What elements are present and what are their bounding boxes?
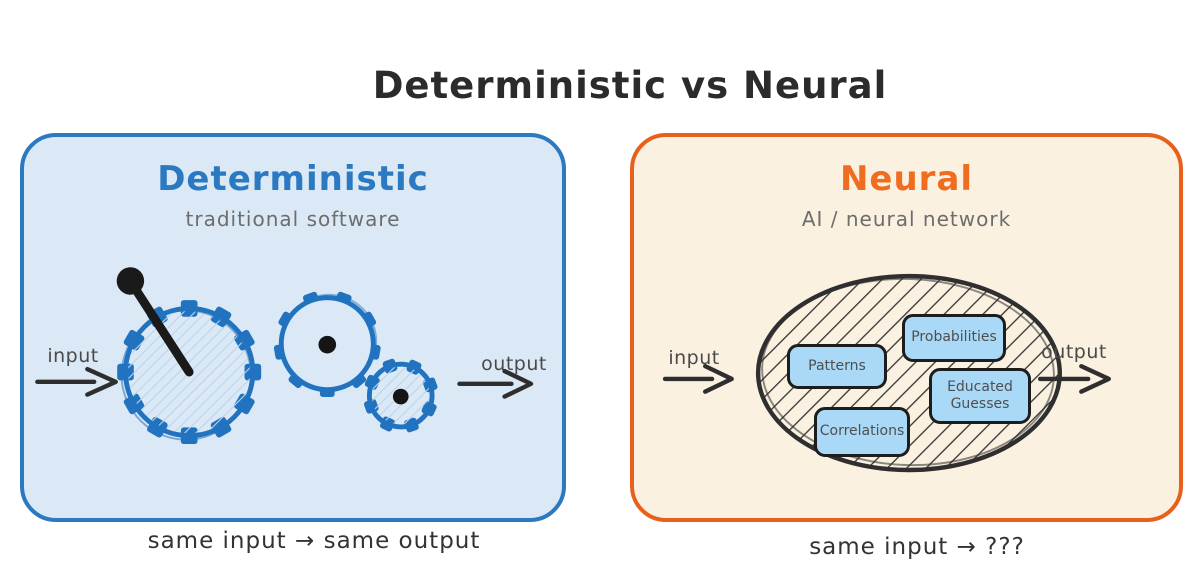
- small-gear-icon: [363, 358, 438, 433]
- input-arrow-icon: [662, 363, 734, 394]
- concept-box-educated-guesses: Educated Guesses: [929, 368, 1031, 424]
- gears-icon: [35, 267, 534, 445]
- output-label: output: [1041, 341, 1107, 363]
- neural-panel: Neural AI / neural network Patterns Prob…: [630, 133, 1183, 522]
- concept-box-correlations: Correlations: [814, 407, 910, 457]
- output-label: output: [481, 353, 547, 375]
- concept-box-patterns: Patterns: [787, 344, 887, 389]
- deterministic-subtitle: traditional software: [185, 207, 401, 231]
- deterministic-heading: Deterministic: [157, 159, 429, 199]
- deterministic-caption: same input → same output: [147, 528, 481, 554]
- concept-box-probabilities: Probabilities: [902, 314, 1006, 362]
- neural-caption: same input → ???: [809, 534, 1025, 560]
- page-title: Deterministic vs Neural: [372, 64, 888, 107]
- input-label: input: [47, 345, 99, 367]
- crank-handle-icon: [116, 267, 194, 377]
- neural-subtitle: AI / neural network: [801, 207, 1012, 231]
- output-arrow-icon: [457, 368, 534, 399]
- input-arrow-icon: [35, 366, 118, 397]
- deterministic-panel: Deterministic traditional software input…: [20, 133, 566, 522]
- neural-heading: Neural: [839, 159, 974, 199]
- output-arrow-icon: [1037, 363, 1111, 394]
- medium-gear-icon: [273, 291, 381, 398]
- input-label: input: [668, 347, 720, 369]
